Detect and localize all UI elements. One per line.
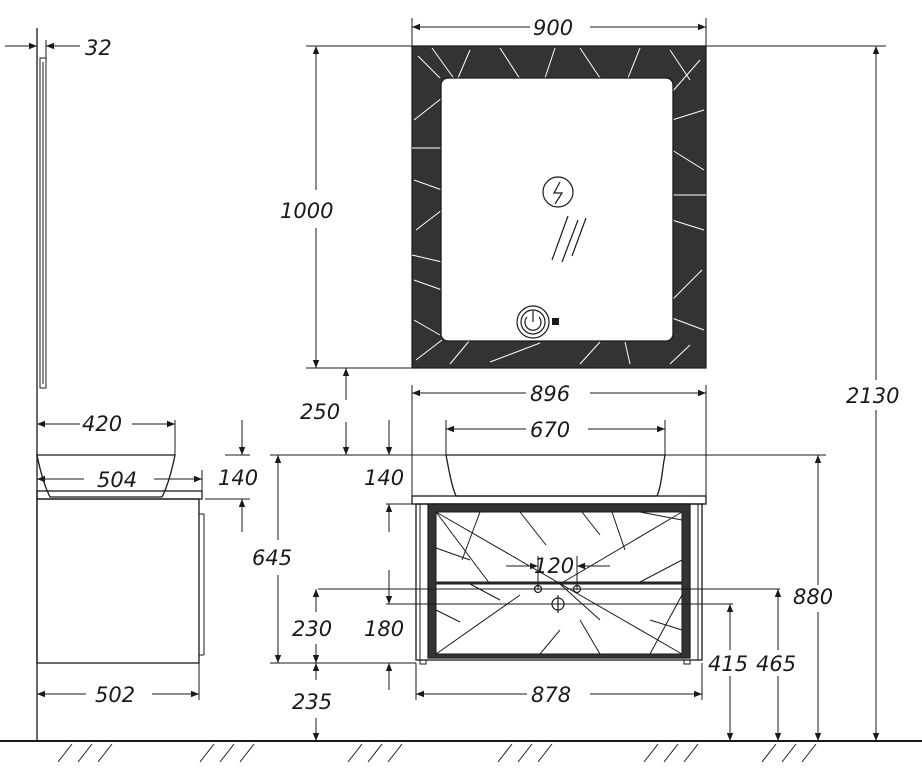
upper-drawer [435,511,683,583]
vanity-front [411,454,707,665]
dim-floor-to-outlet: 465 [756,652,796,676]
basin-side [36,454,176,498]
dim-outlet-offset: 230 [292,617,332,641]
dim-countertop-width: 896 [530,382,570,406]
mirror-frame-pattern [411,47,706,365]
dim-sink-width: 670 [530,418,570,442]
lower-drawer [435,583,683,655]
power-button-icon [516,305,559,339]
dim-leg-height: 235 [292,690,332,714]
dim-floor-to-drain: 415 [708,652,748,676]
side-dimensions: 32 420 504 140 502 [5,36,258,707]
dim-sink-height-side: 140 [218,466,258,490]
basin-front [445,454,666,497]
dim-cabinet-depth: 502 [95,683,135,707]
dim-cabinet-top-height: 880 [793,585,833,609]
vanity-dimensions: 896 670 140 645 120 880 [252,382,833,741]
glare-hatch-icon [551,215,587,263]
dim-cabinet-height: 645 [252,546,292,570]
dim-sink-depth-side: 420 [82,412,122,436]
side-view [36,28,205,741]
dim-drain-offset: 180 [364,617,404,641]
drawer-pattern [435,511,683,655]
mirror-glass [440,77,674,342]
floor [0,740,922,763]
mirror-side-profile [39,57,47,389]
floor-hatch-icon [57,743,817,763]
mirror-dimensions: 900 1000 2130 250 [280,16,899,741]
mirror-front [411,45,707,369]
dim-cabinet-width: 878 [531,683,571,707]
dim-mirror-width: 900 [533,16,573,40]
lightning-icon [542,176,574,208]
dim-tap-spacing: 120 [534,554,574,578]
dim-countertop-depth: 504 [97,468,137,492]
dim-mirror-depth: 32 [85,36,112,60]
dim-total-height: 2130 [846,384,899,408]
dim-mirror-height: 1000 [280,199,333,223]
dim-sink-height-front: 140 [364,466,404,490]
cabinet-side [36,498,200,664]
countertop-front [411,495,707,505]
dim-gap-mirror-sink: 250 [300,400,340,424]
countertop-side [36,490,203,500]
